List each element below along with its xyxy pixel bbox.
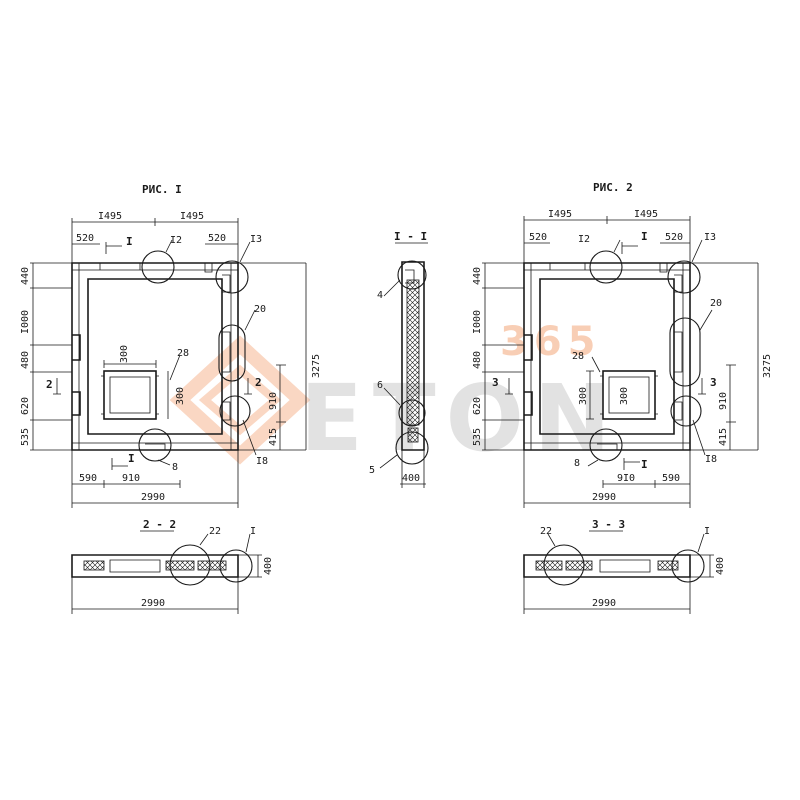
section-3-3-title: 3 - 3 [592,518,625,531]
fig2-callout-I: I [704,526,710,537]
figure-2-title: РИС. 2 [593,181,633,194]
figure-2: РИС. 2 I2 I3 20 28 8 I8 I I 3 3 I495 [472,181,773,508]
dim-sub-left: 520 [76,233,94,244]
fig2-dim-opening-height: 300 [619,387,630,405]
fig2-dim-bottom-910: 9I0 [617,473,635,484]
dim-top-right: I495 [180,211,204,222]
fig2-callout-12: I2 [578,234,590,245]
fig2-dim-sub-right: 520 [665,232,683,243]
dim-top-left: I495 [98,211,122,222]
callout-8: 8 [172,462,178,473]
dim-3-3-400: 400 [715,557,726,575]
fig2-callout-20: 20 [710,298,722,309]
callout-20: 20 [254,304,266,315]
callout-6: 6 [377,380,383,391]
cut-mark-right: 2 [255,376,262,389]
callout-13: I3 [250,234,262,245]
section-1-1: I - I 4 6 5 400 [369,230,429,488]
fig2-dim-top-right: I495 [634,209,658,220]
watermark-logo-icon [169,335,311,465]
callout-I: I [250,526,256,537]
section-3-3: 3 - 3 22 I 400 2990 [523,518,726,614]
fig2-dim-bottom-590: 590 [662,473,680,484]
fig2-dim-bottom-2990: 2990 [592,492,616,503]
fig2-dim-left-1000: I000 [472,310,483,334]
watermark-text: ETON [300,365,621,472]
dim-bottom-910: 910 [122,473,140,484]
watermark: 365 ETON [169,319,621,472]
dim-section-400: 400 [402,473,420,484]
dim-2-2-400: 400 [263,557,274,575]
fig2-dim-right-415: 415 [718,428,729,446]
fig2-callout-28: 28 [572,351,584,362]
dim-left-620: 620 [20,397,31,415]
fig2-cut-mark-top: I [641,230,648,243]
dim-opening-height: 300 [175,387,186,405]
callout-5: 5 [369,465,375,476]
dim-left-480: 480 [20,351,31,369]
figure-1-title: РИС. I [142,183,182,196]
dim-bottom-2990: 2990 [141,492,165,503]
section-2-2: 2 - 2 22 I 400 2990 [71,518,274,614]
callout-12: I2 [170,235,182,246]
fig2-cut-mark-right: 3 [710,376,717,389]
dim-bottom-590: 590 [79,473,97,484]
fig2-cut-mark-left: 3 [492,376,499,389]
dim-right-3275: 3275 [311,354,322,378]
watermark-number: 365 [500,319,602,365]
callout-18: I8 [256,456,268,467]
dim-opening-width: 300 [119,345,130,363]
callout-22: 22 [209,526,221,537]
fig2-dim-left-535: 535 [472,428,483,446]
figure-1-opening [103,370,157,420]
section-1-1-title: I - I [394,230,427,243]
section-2-2-title: 2 - 2 [143,518,176,531]
callout-4: 4 [377,290,383,301]
fig2-dim-right-910: 910 [718,392,729,410]
dim-left-440: 440 [20,267,31,285]
fig2-callout-18: I8 [705,454,717,465]
fig2-dim-left-480: 480 [472,351,483,369]
cut-mark-top: I [126,235,133,248]
dim-left-1000: I000 [20,310,31,334]
figure-2-opening [602,370,656,420]
dim-right-415: 415 [268,428,279,446]
fig2-dim-top-left: I495 [548,209,572,220]
fig2-callout-13: I3 [704,232,716,243]
callout-28: 28 [177,348,189,359]
cut-mark-bottom: I [128,452,135,465]
dim-left-535: 535 [20,428,31,446]
dim-sub-right: 520 [208,233,226,244]
dim-2-2-2990: 2990 [141,598,165,609]
cut-mark-left: 2 [46,378,53,391]
fig2-dim-sub-left: 520 [529,232,547,243]
dim-3-3-2990: 2990 [592,598,616,609]
fig2-dim-right-3275: 3275 [762,354,773,378]
fig2-callout-22: 22 [540,526,552,537]
fig2-cut-mark-bottom: I [641,458,648,471]
fig2-dim-opening-width: 300 [578,387,589,405]
dim-right-910: 910 [268,392,279,410]
figure-1: РИС. I I2 I3 20 28 8 I8 I I [20,183,322,508]
fig2-dim-left-440: 440 [472,267,483,285]
fig2-dim-left-620: 620 [472,397,483,415]
fig2-callout-8: 8 [574,458,580,469]
